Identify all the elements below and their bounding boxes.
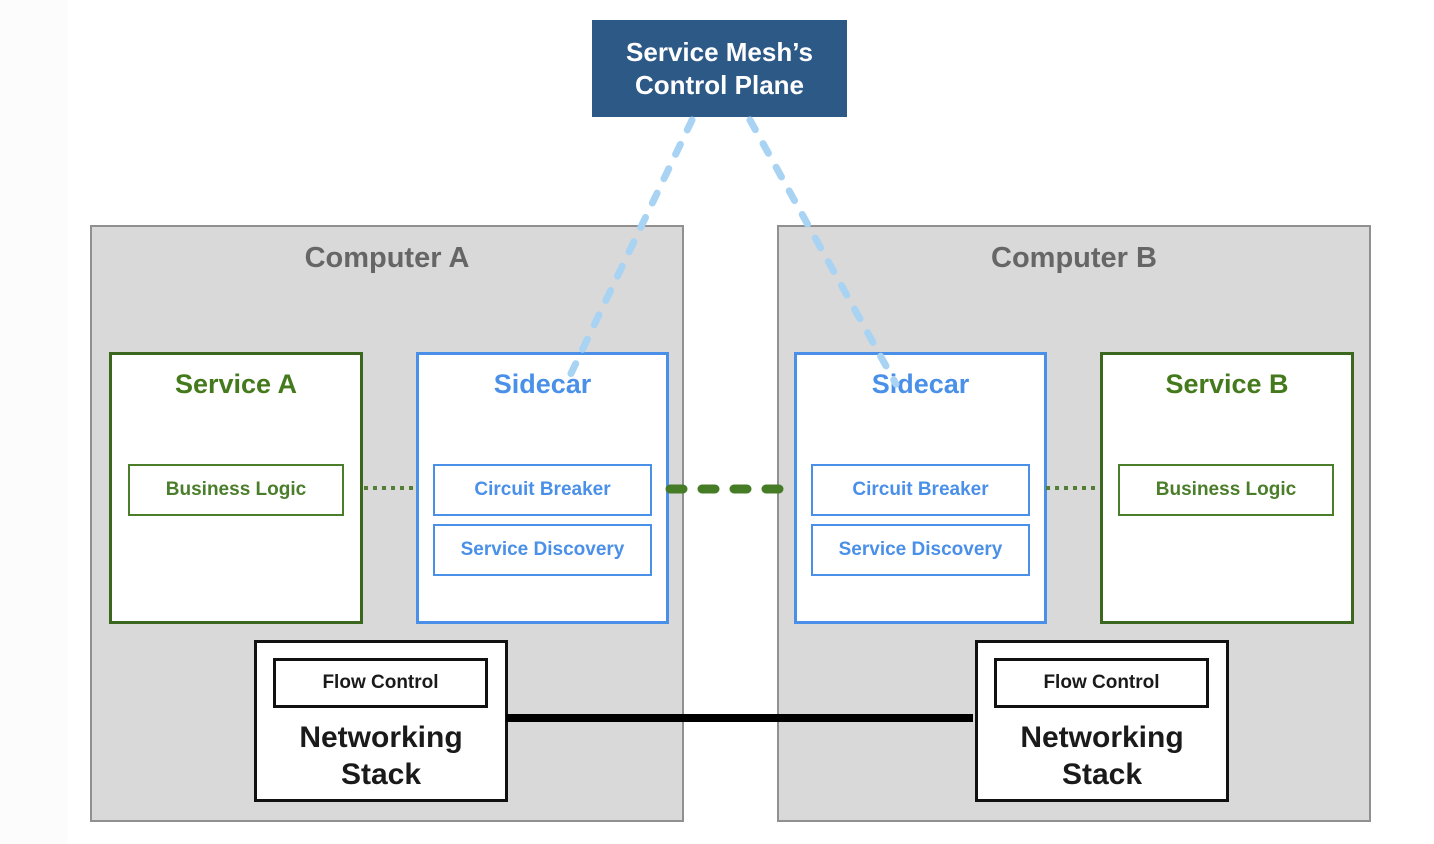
computer-a-node: Computer A Service A Business Logic Side… [90,225,684,822]
networking-stack-a-label: Networking Stack [299,721,463,791]
networking-stack-a-node: Flow Control Networking Stack [254,640,508,802]
networking-stack-b-node: Flow Control Networking Stack [975,640,1229,802]
service-b-node: Service B Business Logic [1100,352,1354,624]
sidecar-b-node: Sidecar Circuit Breaker Service Discover… [794,352,1047,624]
flow-control-a-node: Flow Control [273,658,488,708]
circuit-breaker-b-node: Circuit Breaker [811,464,1030,516]
sidecar-a-title: Sidecar [493,369,592,399]
service-discovery-b-node: Service Discovery [811,524,1030,576]
control-plane-label-line1: Service Mesh’s [626,36,813,67]
business-logic-a-node: Business Logic [128,464,344,516]
business-logic-b-node: Business Logic [1118,464,1334,516]
control-plane-label-line2: Control Plane [634,69,804,100]
flow-control-b-node: Flow Control [994,658,1209,708]
page-margin-strip [0,0,68,844]
service-discovery-a-node: Service Discovery [433,524,652,576]
circuit-breaker-a-node: Circuit Breaker [433,464,652,516]
service-a-title: Service A [174,369,298,399]
computer-b-title: Computer B [991,242,1157,274]
computer-b-node: Computer B Sidecar Circuit Breaker Servi… [777,225,1371,822]
service-a-node: Service A Business Logic [109,352,363,624]
computer-a-title: Computer A [304,242,470,274]
networking-stack-b-label: Networking Stack [1020,721,1184,791]
service-b-title: Service B [1165,369,1289,399]
control-plane-node: Service Mesh’s Control Plane [592,20,847,117]
sidecar-a-node: Sidecar Circuit Breaker Service Discover… [416,352,669,624]
sidecar-b-title: Sidecar [871,369,970,399]
